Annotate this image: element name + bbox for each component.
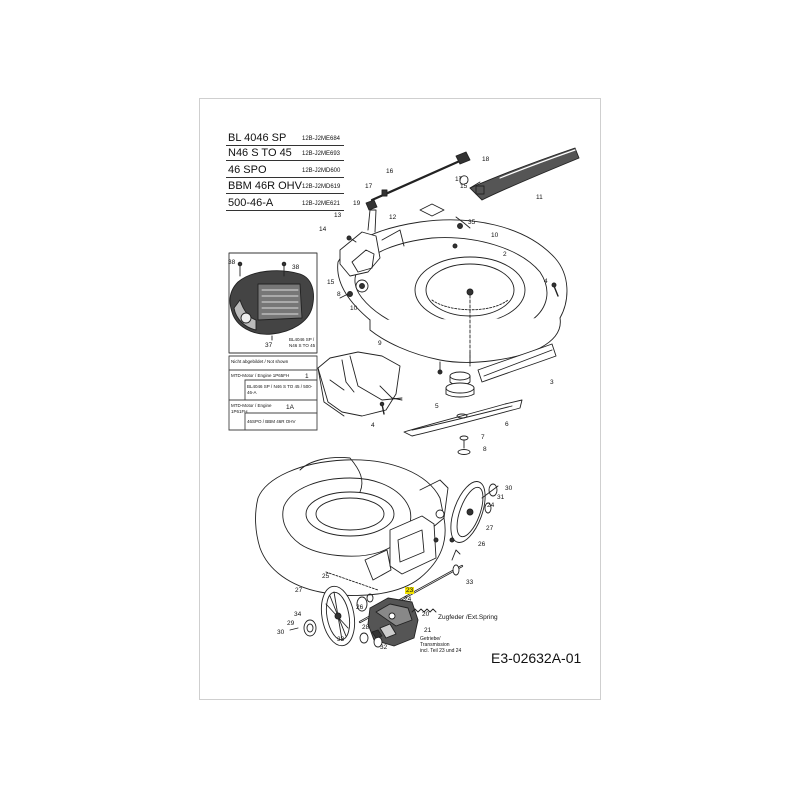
callout-7: 7	[481, 434, 485, 441]
note-engine-2-models: 46SPO / BBM 46R OHV	[247, 419, 296, 424]
bolt-part-4	[551, 282, 559, 297]
callout-11: 11	[536, 194, 543, 201]
model-code-5: 12B-J2ME621	[302, 201, 341, 207]
spring-part-20	[411, 608, 437, 613]
callout-6: 6	[505, 421, 509, 428]
callout-29: 29	[287, 620, 295, 627]
model-name-1: BL 4046 SP	[228, 132, 287, 144]
callout-10: 10	[350, 305, 358, 312]
callout-27: 27	[295, 587, 303, 594]
callout-28: 28	[362, 624, 370, 631]
gearbox-label-1: Getriebe/	[420, 636, 441, 642]
model-divider	[226, 210, 344, 211]
callout-30: 30	[505, 485, 513, 492]
callout-15: 15	[327, 279, 335, 286]
note-cover-models: BL4046 SP / N46 S TO 45	[289, 337, 316, 348]
model-name-4: BBM 46R OHV	[228, 180, 302, 192]
callout-24: 24	[487, 502, 495, 509]
drawing-frame	[199, 98, 601, 700]
note-engine-2-number: 1A	[286, 404, 294, 411]
rear-bracket	[364, 509, 445, 581]
callout-26: 26	[356, 604, 364, 611]
model-name-5: 500-46-A	[228, 197, 274, 209]
callout-38: 38	[228, 259, 236, 266]
callout-10: 10	[491, 232, 499, 239]
callout-2: 2	[503, 251, 507, 258]
callout-14: 14	[319, 226, 327, 233]
rear-flap-part-3	[477, 343, 557, 383]
callout-31: 31	[497, 494, 505, 501]
callout-21: 21	[424, 627, 432, 634]
note-engine-1-number: 1	[305, 373, 309, 380]
highlighted-part-number: 23	[405, 587, 415, 594]
deck-housing-part-2	[337, 203, 568, 367]
blade-part-6	[403, 399, 523, 437]
callout-35: 35	[468, 219, 476, 226]
model-name-2: N46 S TO 45	[228, 147, 292, 159]
callout-16: 16	[386, 168, 394, 175]
callout-18: 18	[482, 156, 490, 163]
note-engine-1-models: BL4046 SP / N46 S TO 45 / 500-46-A	[247, 384, 313, 395]
callout-34: 34	[294, 611, 302, 618]
rear-wheel-part-27	[450, 481, 499, 543]
document-id: E3-02632A-01	[491, 650, 582, 666]
note-not-shown: Nicht abgebildet / Not shown	[231, 359, 289, 364]
callout-24: 24	[404, 596, 412, 603]
callout-3: 3	[550, 379, 554, 386]
model-divider	[226, 193, 344, 194]
callout-25: 25	[322, 573, 330, 580]
mulch-plug-part-9	[317, 351, 403, 417]
handle-rod-part-16	[365, 151, 485, 211]
callout-9: 9	[378, 340, 382, 347]
wheel-hub-parts	[289, 571, 383, 648]
handle-bar-part-11	[469, 147, 580, 201]
screw-part-10	[339, 216, 471, 299]
bolt-part-4	[379, 401, 385, 415]
callout-12: 12	[389, 214, 397, 221]
engine-cover-part-37	[228, 252, 318, 354]
gearbox-label-3: incl. Teil 23 und 24	[420, 648, 462, 654]
callout-8: 8	[337, 291, 341, 298]
callout-4: 4	[371, 422, 375, 429]
callout-26: 26	[478, 541, 486, 548]
callout-27: 27	[486, 525, 494, 532]
callout-37: 37	[265, 342, 273, 349]
model-name-3: 46 SPO	[228, 164, 267, 176]
callout-17: 17	[365, 183, 373, 190]
model-code-4: 12B-J2MD619	[302, 184, 341, 190]
callout-15: 15	[460, 183, 468, 190]
notes-table	[228, 355, 318, 431]
callout-23: 23	[405, 587, 415, 594]
note-engine-2-label: MTD-Motor / Engine 1P61FH	[231, 403, 272, 414]
callout-17: 17	[455, 176, 463, 183]
model-code-3: 12B-J2MD600	[302, 168, 341, 174]
callout-33: 33	[466, 579, 474, 586]
height-adjuster-part-15	[339, 209, 381, 293]
callout-20: 20	[422, 611, 430, 618]
callout-8: 8	[483, 446, 487, 453]
callout-4: 4	[544, 278, 548, 285]
callout-13: 13	[334, 212, 342, 219]
callout-5: 5	[435, 403, 439, 410]
model-divider	[226, 160, 344, 161]
callout-19: 19	[353, 200, 361, 207]
gearbox-label-2: Transmission	[420, 642, 450, 648]
spring-label: Zugfeder /Ext.Spring	[438, 614, 498, 621]
callout-30: 30	[277, 629, 285, 636]
blade-adapter-part-5	[437, 361, 475, 398]
model-code-2: 12B-J2ME693	[302, 151, 341, 157]
callout-32: 32	[380, 644, 388, 651]
rear-wheel-part-27	[320, 585, 356, 647]
callout-33: 33	[337, 636, 345, 643]
model-code-1: 12B-J2ME684	[302, 136, 341, 142]
note-engine-1-label: MTD-Motor / Engine 1P65FH	[231, 373, 290, 378]
model-divider	[226, 145, 344, 146]
model-divider	[226, 177, 344, 178]
callout-38: 38	[292, 264, 300, 271]
blade-bolt-part-7	[457, 435, 471, 455]
